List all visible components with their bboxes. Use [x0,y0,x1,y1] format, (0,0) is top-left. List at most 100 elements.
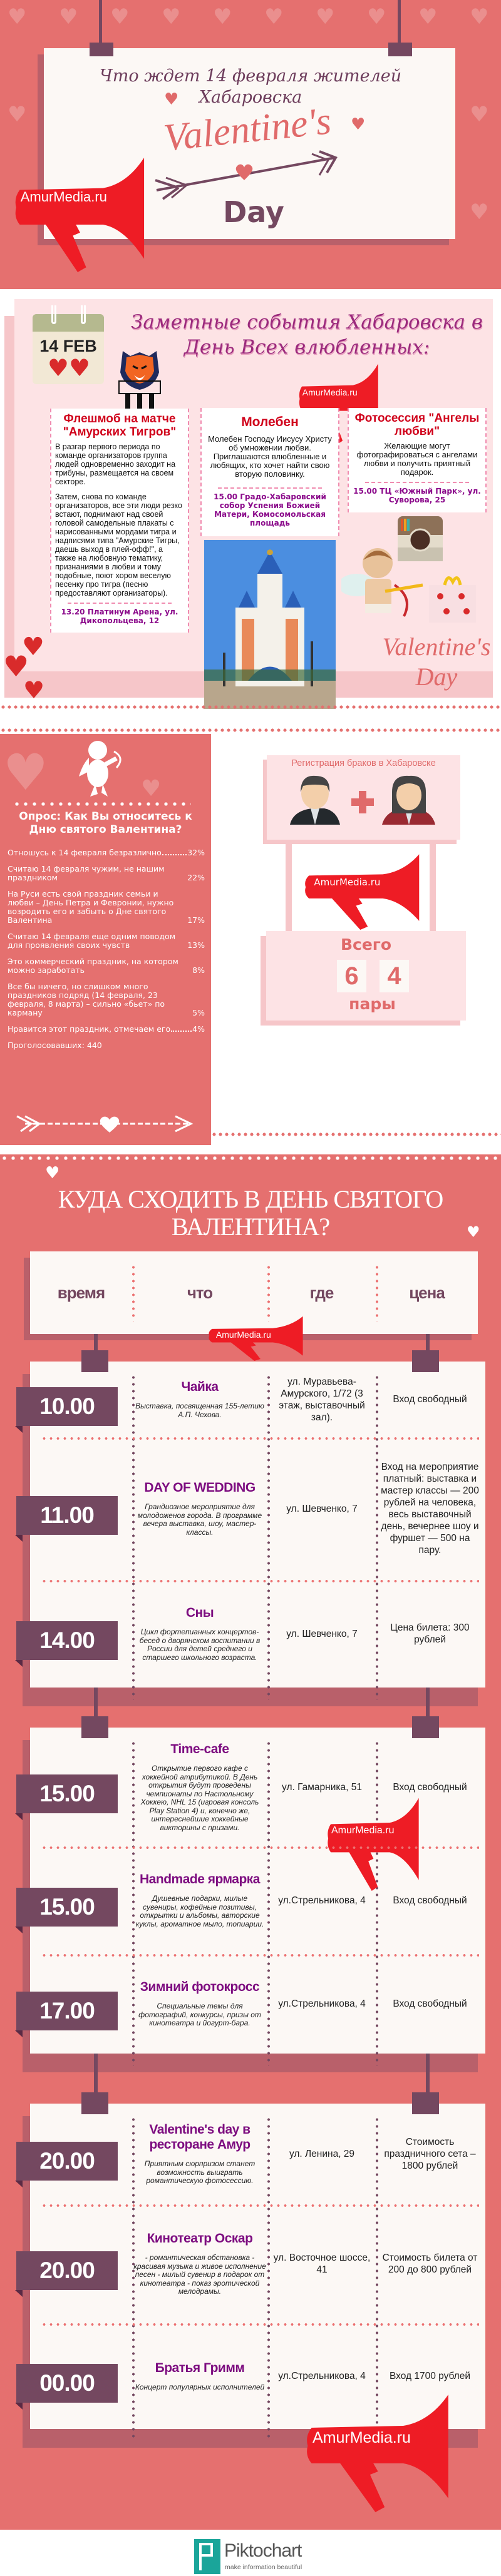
column-divider [132,1740,135,2066]
tag-fold [15,2290,23,2297]
megaphone-icon [13,156,145,272]
background-heart-icon: ♥ [8,4,27,29]
event-place: ул. Восточное шоссе, 41 [273,2253,371,2275]
hearts-cluster-icon: ♥ ♥ ♥ [3,633,45,704]
event-price: Вход свободный [393,1895,467,1906]
brand-label: AmurMedia.ru [312,2429,411,2446]
registration-title: Регистрация браков в Хабаровске [291,758,436,768]
event-name: Сны [185,1606,214,1620]
survey-item: На Руси есть свой праздник семьи и любви… [8,890,205,925]
background-heart-icon: ♥ [264,4,284,29]
schedule-title-line2: ВАЛЕНТИНА? [171,1213,330,1241]
event-price: Вход 1700 рублей [389,2371,471,2381]
events-shadow-strip [4,316,14,698]
amurmedia-megaphone: AmurMedia.ru [13,156,145,272]
event-info: DAY OF WEDDING Грандиозное мероприятие дл… [133,1442,266,1575]
sign-clip [90,43,113,56]
tag-fold [15,1535,23,1542]
card-title: Фотосессия "Ангелы любви" [354,412,480,438]
valentines-script-small: Valentine's Day [374,632,498,692]
card-title: Молебен [241,415,299,429]
survey-option: Считаю 14 февраля чужим, не нашим праздн… [8,864,165,882]
survey-percent: 22% [187,873,205,882]
event-description: - романтическая обстановка - красивая му… [133,2253,266,2296]
hearts-icon: ♥♥ [47,354,91,382]
time-tag: 20.00 [16,2251,118,2290]
survey-option: На Руси есть свой праздник семьи и любви… [8,889,174,925]
background-heart-icon: ♥ [8,102,27,127]
dot-leader [162,854,187,855]
events-title: Заметные события Хабаровска в День Всех … [125,310,488,360]
card-divider [68,603,172,604]
event-price: Вход свободный [393,1998,467,2009]
survey-total: Проголосовавших: 440 [8,1041,102,1050]
hanging-string [398,0,401,45]
survey-percent: 17% [187,915,205,925]
column-divider [132,1374,135,1700]
amurmedia-megaphone: AmurMedia.ru [207,1316,304,1361]
row-divider [41,1954,479,1957]
survey-percent: 32% [187,848,205,857]
heart-icon: ♥ [351,115,366,134]
row-divider [41,1437,479,1440]
dotted-divider [0,705,501,709]
card-divider [218,487,322,489]
board-clip [412,2092,439,2114]
time-tag: 17.00 [16,1992,118,2030]
card-body: Молебен Господу Иисусу Христу об умножен… [208,434,332,479]
schedule-title: КУДА СХОДИТЬ В ДЕНЬ СВЯТОГО ВАЛЕНТИНА? [13,1186,488,1241]
total-digit: 6 [337,960,366,992]
hanging-rod [426,1688,430,1734]
column-divider [267,1374,270,1700]
heart-icon: ♥ [45,1164,60,1183]
event-description: Грандиозное мероприятие для молодоженов … [137,1502,262,1537]
column-divider [267,1264,270,1321]
board-clip [81,2092,108,2114]
megaphone-icon [302,853,420,930]
card-body: Желающие могут фотографироваться с ангел… [356,441,478,477]
event-place: ул.Стрельникова, 4 [278,1895,366,1906]
background-heart-icon: ♥ [110,4,130,29]
total-digit: 4 [380,960,409,992]
event-place: ул. Шевченко, 7 [286,1628,358,1639]
day-label: Day [223,195,284,229]
column-divider [267,1740,270,2066]
event-name: DAY OF WEDDING [144,1480,256,1495]
dotted-divider [0,728,501,732]
brand-label: AmurMedia.ru [314,876,381,888]
column-header-0: время [57,1283,105,1302]
dotted-divider [13,802,191,807]
event-description: Цикл фортепианных концертов-бесед о двор… [139,1627,261,1662]
brand-label: AmurMedia.ru [215,1329,271,1340]
script-line2: Day [415,663,458,691]
event-name: Time-cafe [170,1742,229,1756]
arrow-icon [16,1115,194,1133]
event-name: Зимний фотокросс [140,1980,260,1995]
events-title-line2: День Всех влюбленных: [183,336,430,359]
column-divider [376,2116,378,2441]
brand-label: AmurMedia.ru [20,188,107,205]
background-heart-icon: ♥ [418,4,438,29]
tag-fold [15,2403,23,2410]
event-name: Handmade ярмарка [140,1872,260,1886]
sign-clip [388,43,412,56]
time-tag: 15.00 [16,1774,118,1813]
row-divider [41,1846,479,1849]
board-clip [412,1716,439,1738]
event-card-flashmob: Флешмоб на матче "Амурских Тигров" В раз… [50,409,189,633]
tag-fold [15,2181,23,2187]
time-tag: 10.00 [16,1387,118,1426]
tag-fold [15,1927,23,1933]
card-location: 13.20 Платинум Арена, ул. Дикопольцева, … [61,608,178,625]
background-heart-icon: ♥ [316,4,335,29]
survey-panel: ♥ ♥ Опрос: Как Вы относитесь к Дню свято… [0,734,211,1145]
column-divider [132,1264,135,1321]
dotted-divider [211,1133,501,1136]
survey-option: Считаю 14 февраля еще одним поводом для … [8,932,176,950]
hanging-rod [94,2054,98,2110]
calendar-icon: 14 FEB ♥♥ [33,305,104,384]
